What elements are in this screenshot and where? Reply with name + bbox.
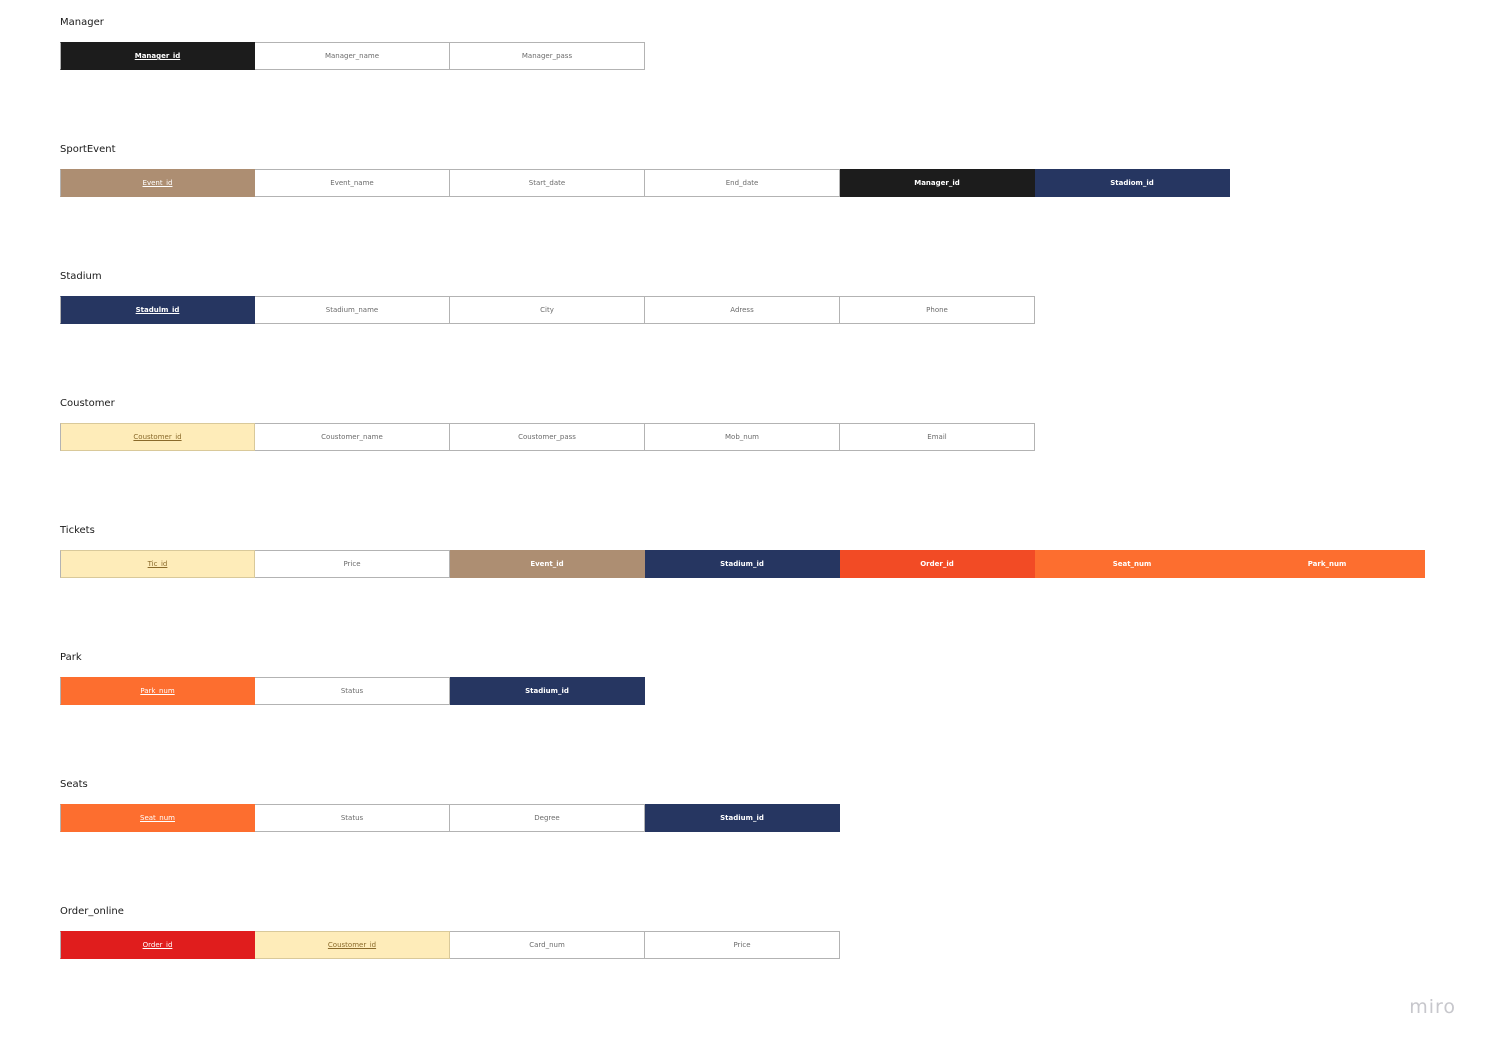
field-cell[interactable]: Email bbox=[840, 423, 1035, 451]
field-cell[interactable]: Status bbox=[255, 804, 450, 832]
field-row: Park_num Status Stadium_id bbox=[60, 677, 645, 705]
field-cell[interactable]: Price bbox=[255, 550, 450, 578]
field-cell[interactable]: Stadulm_id bbox=[60, 296, 255, 324]
field-cell[interactable]: Stadium_id bbox=[645, 804, 840, 832]
entity-title: Manager bbox=[60, 17, 104, 28]
entity-stadium[interactable]: Stadium Stadulm_id Stadium_name City Adr… bbox=[60, 271, 1035, 324]
field-cell[interactable]: Status bbox=[255, 677, 450, 705]
field-cell[interactable]: Park_num bbox=[1230, 550, 1425, 578]
field-cell[interactable]: Mob_num bbox=[645, 423, 840, 451]
field-row: Seat_num Status Degree Stadium_id bbox=[60, 804, 840, 832]
field-cell[interactable]: Stadium_id bbox=[450, 677, 645, 705]
entity-title: Stadium bbox=[60, 271, 102, 282]
field-cell[interactable]: Adress bbox=[645, 296, 840, 324]
field-row: Tic_id Price Event_id Stadium_id Order_i… bbox=[60, 550, 1425, 578]
entity-title: Order_online bbox=[60, 906, 124, 917]
field-cell[interactable]: Card_num bbox=[450, 931, 645, 959]
entity-park[interactable]: Park Park_num Status Stadium_id bbox=[60, 652, 645, 705]
field-cell[interactable]: Tic_id bbox=[60, 550, 255, 578]
field-row: Event_id Event_name Start_date End_date … bbox=[60, 169, 1230, 197]
entity-seats[interactable]: Seats Seat_num Status Degree Stadium_id bbox=[60, 779, 840, 832]
field-cell[interactable]: Start_date bbox=[450, 169, 645, 197]
entity-title: Seats bbox=[60, 779, 88, 790]
field-cell[interactable]: City bbox=[450, 296, 645, 324]
field-row: Stadulm_id Stadium_name City Adress Phon… bbox=[60, 296, 1035, 324]
field-cell[interactable]: Phone bbox=[840, 296, 1035, 324]
field-cell[interactable]: Stadium_name bbox=[255, 296, 450, 324]
field-cell[interactable]: Park_num bbox=[60, 677, 255, 705]
field-cell[interactable]: Stadium_id bbox=[645, 550, 840, 578]
field-cell[interactable]: End_date bbox=[645, 169, 840, 197]
field-cell[interactable]: Event_id bbox=[60, 169, 255, 197]
field-cell[interactable]: Event_id bbox=[450, 550, 645, 578]
miro-logo: miro bbox=[1409, 996, 1456, 1018]
field-cell[interactable]: Coustomer_name bbox=[255, 423, 450, 451]
entity-manager[interactable]: Manager Manager_id Manager_name Manager_… bbox=[60, 17, 645, 70]
field-cell[interactable]: Manager_name bbox=[255, 42, 450, 70]
field-cell[interactable]: Coustomer_id bbox=[255, 931, 450, 959]
field-cell[interactable]: Seat_num bbox=[1035, 550, 1230, 578]
field-cell[interactable]: Manager_id bbox=[840, 169, 1035, 197]
field-cell[interactable]: Order_id bbox=[840, 550, 1035, 578]
field-row: Coustomer_id Coustomer_name Coustomer_pa… bbox=[60, 423, 1035, 451]
field-cell[interactable]: Event_name bbox=[255, 169, 450, 197]
field-cell[interactable]: Degree bbox=[450, 804, 645, 832]
entity-title: Tickets bbox=[60, 525, 95, 536]
entity-tickets[interactable]: Tickets Tic_id Price Event_id Stadium_id… bbox=[60, 525, 1425, 578]
entity-title: Park bbox=[60, 652, 82, 663]
entity-title: SportEvent bbox=[60, 144, 116, 155]
field-cell[interactable]: Seat_num bbox=[60, 804, 255, 832]
entity-order-online[interactable]: Order_online Order_id Coustomer_id Card_… bbox=[60, 906, 840, 959]
field-cell[interactable]: Coustomer_pass bbox=[450, 423, 645, 451]
entity-title: Coustomer bbox=[60, 398, 115, 409]
field-row: Manager_id Manager_name Manager_pass bbox=[60, 42, 645, 70]
field-cell[interactable]: Coustomer_id bbox=[60, 423, 255, 451]
entity-sportevent[interactable]: SportEvent Event_id Event_name Start_dat… bbox=[60, 144, 1230, 197]
field-cell[interactable]: Manager_pass bbox=[450, 42, 645, 70]
entity-coustomer[interactable]: Coustomer Coustomer_id Coustomer_name Co… bbox=[60, 398, 1035, 451]
field-row: Order_id Coustomer_id Card_num Price bbox=[60, 931, 840, 959]
field-cell[interactable]: Stadiom_id bbox=[1035, 169, 1230, 197]
field-cell[interactable]: Manager_id bbox=[60, 42, 255, 70]
field-cell[interactable]: Price bbox=[645, 931, 840, 959]
field-cell[interactable]: Order_id bbox=[60, 931, 255, 959]
